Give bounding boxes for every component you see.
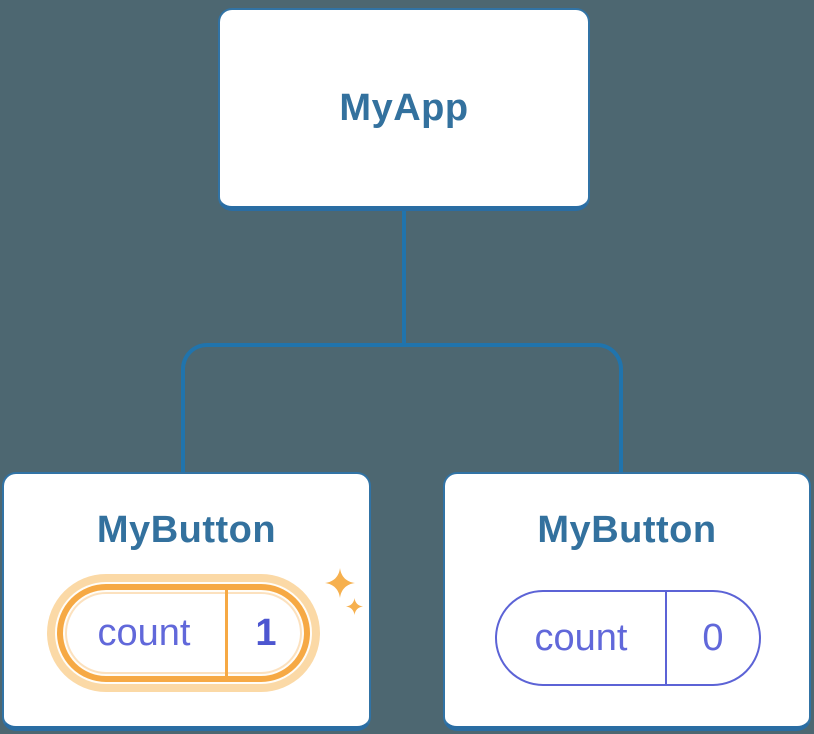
component-node-mybutton-highlighted: MyButton count 1: [2, 472, 371, 731]
component-node-mybutton: MyButton count 0: [443, 472, 811, 731]
state-label: count: [534, 616, 628, 659]
state-label: count: [97, 611, 191, 654]
state-pill: count 0: [495, 590, 761, 686]
sparkle-icon: [325, 568, 355, 598]
pill-divider: [225, 590, 228, 676]
connector-stem: [402, 210, 406, 344]
component-name: MyApp: [339, 87, 469, 129]
component-name: MyButton: [96, 509, 277, 551]
component-name: MyButton: [537, 509, 717, 551]
state-value: 1: [255, 611, 277, 654]
state-value: 0: [702, 616, 724, 659]
state-pill-highlighted: count 1: [57, 584, 310, 682]
sparkle-icon: [346, 598, 363, 615]
pill-divider: [665, 592, 667, 684]
connector-bracket: [181, 343, 623, 472]
component-node-myapp: MyApp: [218, 8, 590, 211]
